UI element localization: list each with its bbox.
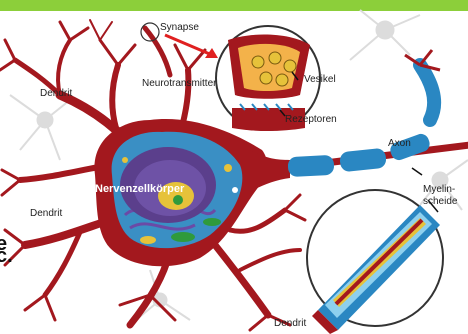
label-zellkoerper: Nervenzellkörper <box>95 183 185 195</box>
label-axon: Axon <box>388 138 411 149</box>
synapse-arrow <box>165 35 218 58</box>
label-vesikel: Vesikel <box>304 74 336 85</box>
label-myelin-1: Myelin- <box>423 184 455 195</box>
myelin-segment <box>339 148 387 173</box>
label-rezeptoren: Rezeptoren <box>285 114 337 125</box>
top-color-bar <box>0 0 468 11</box>
myelin-segment <box>288 155 335 177</box>
edge-text-fragment-2: c. <box>0 245 13 267</box>
label-dendrit-bottom: Dendrit <box>274 318 306 329</box>
axon-hillock <box>250 150 290 192</box>
label-neurotransmitter: Neurotransmitter <box>142 78 217 89</box>
nucleolus-core <box>173 195 183 205</box>
label-myelin-2: scheide <box>423 196 458 207</box>
myelin-zoom <box>307 190 443 334</box>
label-synapse: Synapse <box>160 22 199 33</box>
label-dendrit-left: Dendrit <box>30 208 62 219</box>
label-dendrit-top: Dendrit <box>40 88 72 99</box>
